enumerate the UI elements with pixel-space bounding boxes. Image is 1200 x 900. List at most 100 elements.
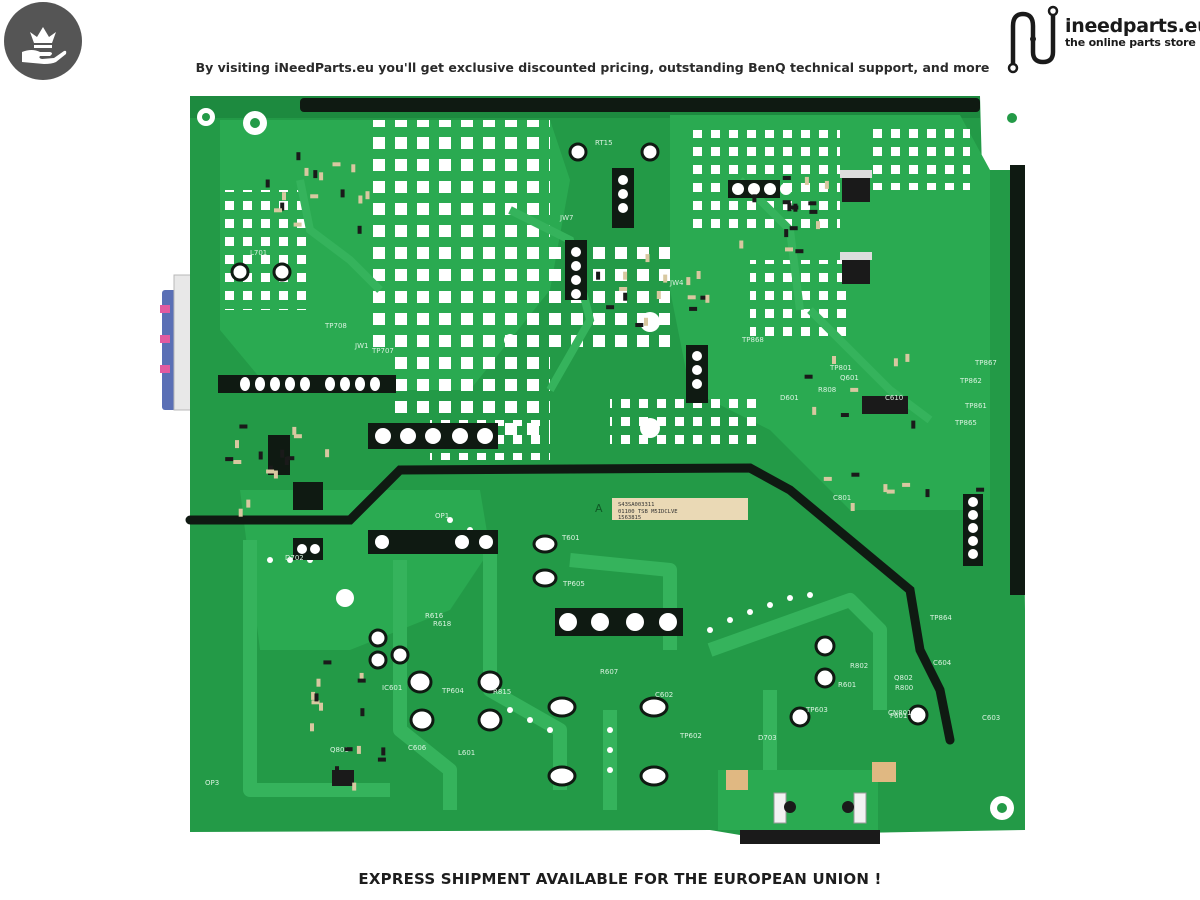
smd-part: [359, 672, 364, 681]
silkscreen-label: C602: [655, 691, 673, 699]
smd-part: [274, 208, 282, 213]
smd-part: [850, 503, 855, 511]
smd-part: [784, 229, 789, 238]
smd-part: [782, 200, 791, 205]
smd-part: [700, 295, 709, 300]
smd-part: [304, 167, 309, 176]
smd-part: [381, 747, 386, 756]
smd-part: [905, 353, 910, 362]
silkscreen-label: R601: [838, 681, 856, 689]
silkscreen-label: TP603: [805, 706, 828, 714]
smd-part: [663, 274, 668, 283]
ineedparts-logo[interactable]: ineedparts.eu the online parts store: [1003, 2, 1200, 76]
smd-part: [645, 254, 650, 263]
smd-part: [619, 287, 628, 291]
silkscreen-label: L701: [250, 249, 267, 257]
silkscreen-label: Q801: [330, 746, 349, 754]
silkscreen-label: OP3: [205, 779, 219, 787]
smd-part: [360, 708, 365, 717]
smd-part: [687, 295, 696, 300]
silkscreen-label: F601: [890, 712, 907, 720]
smd-part: [286, 456, 295, 461]
smd-part: [623, 292, 628, 301]
smd-part: [808, 201, 817, 206]
silkscreen-label: IC601: [382, 684, 402, 692]
smd-part: [351, 164, 356, 173]
smd-part: [358, 195, 363, 204]
circuit-n-icon: [1007, 5, 1059, 74]
smd-part: [235, 440, 239, 449]
smd-part: [596, 271, 601, 280]
smd-part: [696, 271, 701, 279]
smd-part: [816, 221, 820, 230]
ac-connector: [718, 762, 896, 844]
silkscreen-labels: RT15L701JW1JW4JW7TP707TP708TP868TP867TP8…: [205, 139, 1000, 787]
smd-part: [265, 179, 270, 188]
through-hole-pads: [230, 142, 929, 787]
silkscreen-label: C603: [982, 714, 1000, 722]
smd-part: [319, 172, 324, 181]
board-label-a: A: [595, 502, 603, 515]
smd-part: [883, 484, 888, 493]
silkscreen-label: TP861: [964, 402, 987, 410]
smd-part: [335, 766, 339, 775]
pcb-board: S43SA003311 01100 TSB M5IDCLVE 1563815 A…: [160, 96, 1025, 844]
silkscreen-label: TP602: [679, 732, 702, 740]
smd-part: [809, 209, 818, 214]
silkscreen-label: TP707: [371, 347, 394, 355]
smd-part: [352, 782, 357, 791]
silkscreen-label: L601: [458, 749, 475, 757]
silkscreen-label: JW1: [354, 342, 368, 350]
silkscreen-label: R607: [600, 668, 618, 676]
smd-part: [284, 457, 289, 465]
silkscreen-label: D601: [780, 394, 799, 402]
silkscreen-label: CN801: [888, 709, 912, 717]
silkscreen-label: Q802: [894, 674, 913, 682]
smd-part: [365, 191, 370, 200]
smd-part: [790, 205, 799, 210]
silkscreen-label: TP708: [324, 322, 347, 330]
silkscreen-label: TP862: [959, 377, 982, 385]
silkscreen-label: Q601: [840, 374, 859, 382]
silkscreen-label: R618: [433, 620, 451, 628]
smd-part: [705, 294, 710, 303]
crown-hand-icon: [22, 27, 67, 64]
silkscreen-label: OP1: [435, 512, 449, 520]
smd-part: [233, 460, 242, 464]
smd-part: [812, 406, 817, 415]
smd-part: [785, 247, 793, 252]
smd-part: [752, 194, 757, 203]
silkscreen-label: TP864: [929, 614, 952, 622]
smd-part: [686, 277, 691, 286]
smd-part: [239, 424, 248, 429]
smd-part: [656, 291, 661, 299]
silkscreen-label: R815: [493, 688, 511, 696]
smd-part: [292, 426, 297, 435]
smd-part: [314, 693, 319, 702]
top-banner: By visiting iNeedParts.eu you'll get exc…: [195, 60, 990, 75]
silkscreen-label: C604: [933, 659, 952, 667]
smd-part: [902, 482, 911, 487]
smd-part: [824, 180, 829, 189]
silkscreen-label: TP604: [441, 687, 464, 695]
smd-part: [340, 189, 345, 198]
smd-part: [282, 192, 286, 201]
isolation-slot: [185, 463, 955, 745]
crown-badge: [4, 2, 82, 80]
smd-part: [258, 451, 263, 460]
smd-part: [357, 678, 366, 683]
silkscreen-label: T601: [561, 534, 580, 542]
smd-part: [319, 702, 323, 711]
smd-part: [976, 487, 985, 492]
smd-part: [644, 317, 648, 326]
smd-part: [238, 508, 243, 517]
connector-header: [218, 375, 396, 393]
smd-part: [356, 745, 361, 754]
silkscreen-label: D703: [758, 734, 777, 742]
smd-part: [273, 470, 278, 479]
sticker-line-3: 1563815: [618, 515, 641, 521]
smd-part: [823, 476, 832, 481]
smd-part: [357, 225, 362, 234]
silkscreen-label: RT15: [595, 139, 613, 147]
silkscreen-label: R808: [818, 386, 836, 394]
